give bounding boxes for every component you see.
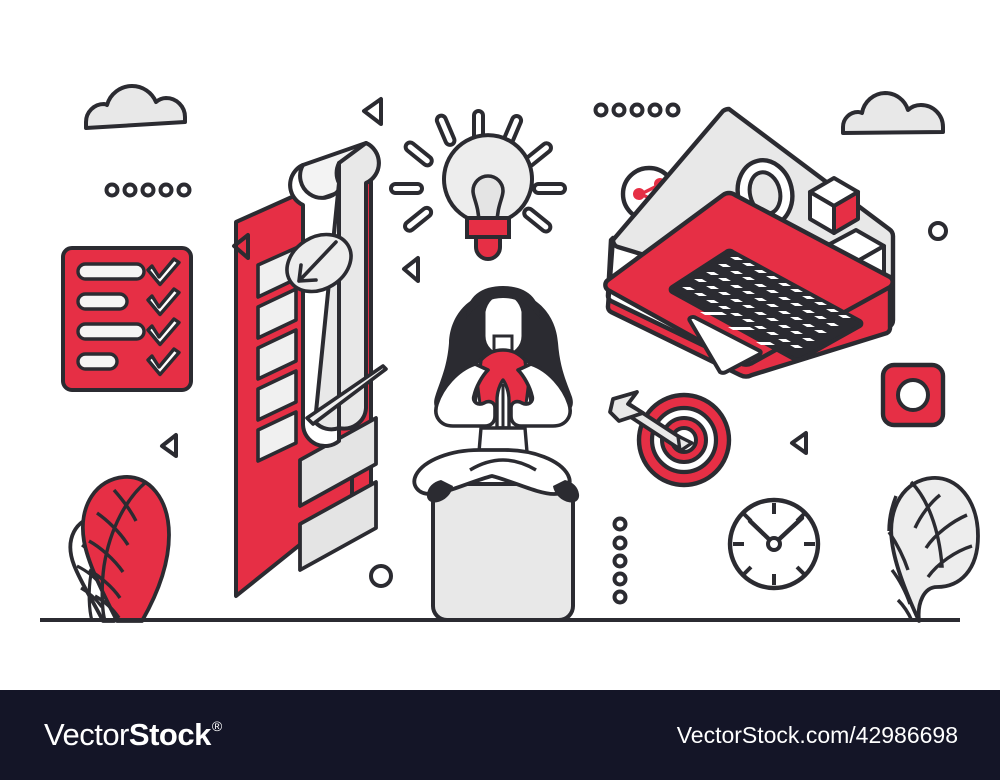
checklist-check-4: [146, 347, 181, 377]
panel-button-4[interactable]: [256, 369, 298, 422]
checklist-row-4: [76, 352, 119, 371]
panel-bar-1: [298, 416, 378, 508]
lightbulb-rays: [389, 109, 567, 234]
target-arrow-tip: [676, 434, 694, 453]
woman-legs-crossline: [469, 458, 537, 472]
pedestal-block: [431, 482, 575, 622]
checklist-row-2: [76, 292, 129, 311]
dots-column: [612, 516, 628, 605]
panel-button-5[interactable]: [256, 410, 298, 463]
triangle-4: [160, 433, 178, 458]
keyboard-keys: [682, 257, 851, 348]
panel-button-3[interactable]: [256, 328, 298, 381]
circle-marks: [369, 221, 948, 588]
record-button-dot: [896, 378, 930, 412]
lightbulb-icon[interactable]: [389, 109, 567, 261]
clock-icon[interactable]: [727, 497, 821, 591]
panel-bar-2: [298, 480, 378, 572]
target-arrow-fletch: [608, 390, 645, 423]
circle-accent-2: [928, 221, 948, 241]
record-button-icon[interactable]: [880, 362, 946, 428]
triangle-3: [402, 256, 420, 283]
leaf-gray: [887, 476, 980, 623]
registered-trademark-icon: ®: [211, 718, 222, 734]
cloud-left: [84, 84, 187, 130]
isometric-phone-panel[interactable]: [234, 141, 388, 598]
checklist-row-1: [76, 262, 146, 281]
scene-svg: [40, 84, 980, 623]
leaf-red: [81, 475, 171, 623]
woman-foot-left: [426, 480, 453, 503]
cloud-right: [841, 90, 945, 135]
woman-arm-left: [434, 362, 497, 428]
dots-row-right: [593, 102, 681, 118]
logo-word-vector: Vector: [44, 717, 129, 752]
dots-row-left: [104, 182, 192, 198]
lightbulb-base: [474, 235, 502, 261]
lightbulb-filament: [471, 174, 505, 225]
panel-button-2[interactable]: [256, 287, 298, 340]
lightbulb-collar: [465, 216, 511, 239]
cube-icon-1: [808, 176, 860, 235]
woman-arm-right: [509, 362, 572, 428]
laptop-keyboard[interactable]: [668, 248, 864, 362]
page-shadow-fold: [313, 161, 341, 432]
checklist-card[interactable]: [61, 246, 193, 392]
meditating-woman: [412, 286, 580, 503]
clock-center-pin: [766, 536, 782, 552]
panel-button-group[interactable]: [256, 246, 298, 463]
vectorstock-url: VectorStock.com/42986698: [676, 721, 958, 748]
laptop[interactable]: [603, 106, 896, 379]
triangle-5: [790, 431, 808, 455]
checklist-check-1: [146, 257, 181, 287]
page-main: [337, 141, 381, 431]
checklist-check-3: [146, 317, 181, 347]
laptop-trackpad[interactable]: [687, 315, 763, 375]
checklist-row-3: [76, 322, 146, 341]
woman-hair-fringe: [466, 286, 540, 319]
woman-legs: [412, 448, 572, 496]
artwork-canvas: [40, 84, 980, 623]
circle-accent-1: [369, 564, 393, 588]
woman-foot-right: [553, 480, 580, 503]
target-icon[interactable]: [608, 390, 732, 488]
page-leaf-logo: [285, 232, 353, 294]
page-bottom-lip: [305, 364, 388, 426]
triangle-1: [362, 97, 383, 126]
triangle-marks: [160, 97, 808, 458]
share-node-left: [633, 188, 645, 200]
logo-word-stock: Stock: [128, 717, 211, 752]
triangle-2: [232, 233, 250, 260]
checklist-check-2: [146, 287, 181, 317]
